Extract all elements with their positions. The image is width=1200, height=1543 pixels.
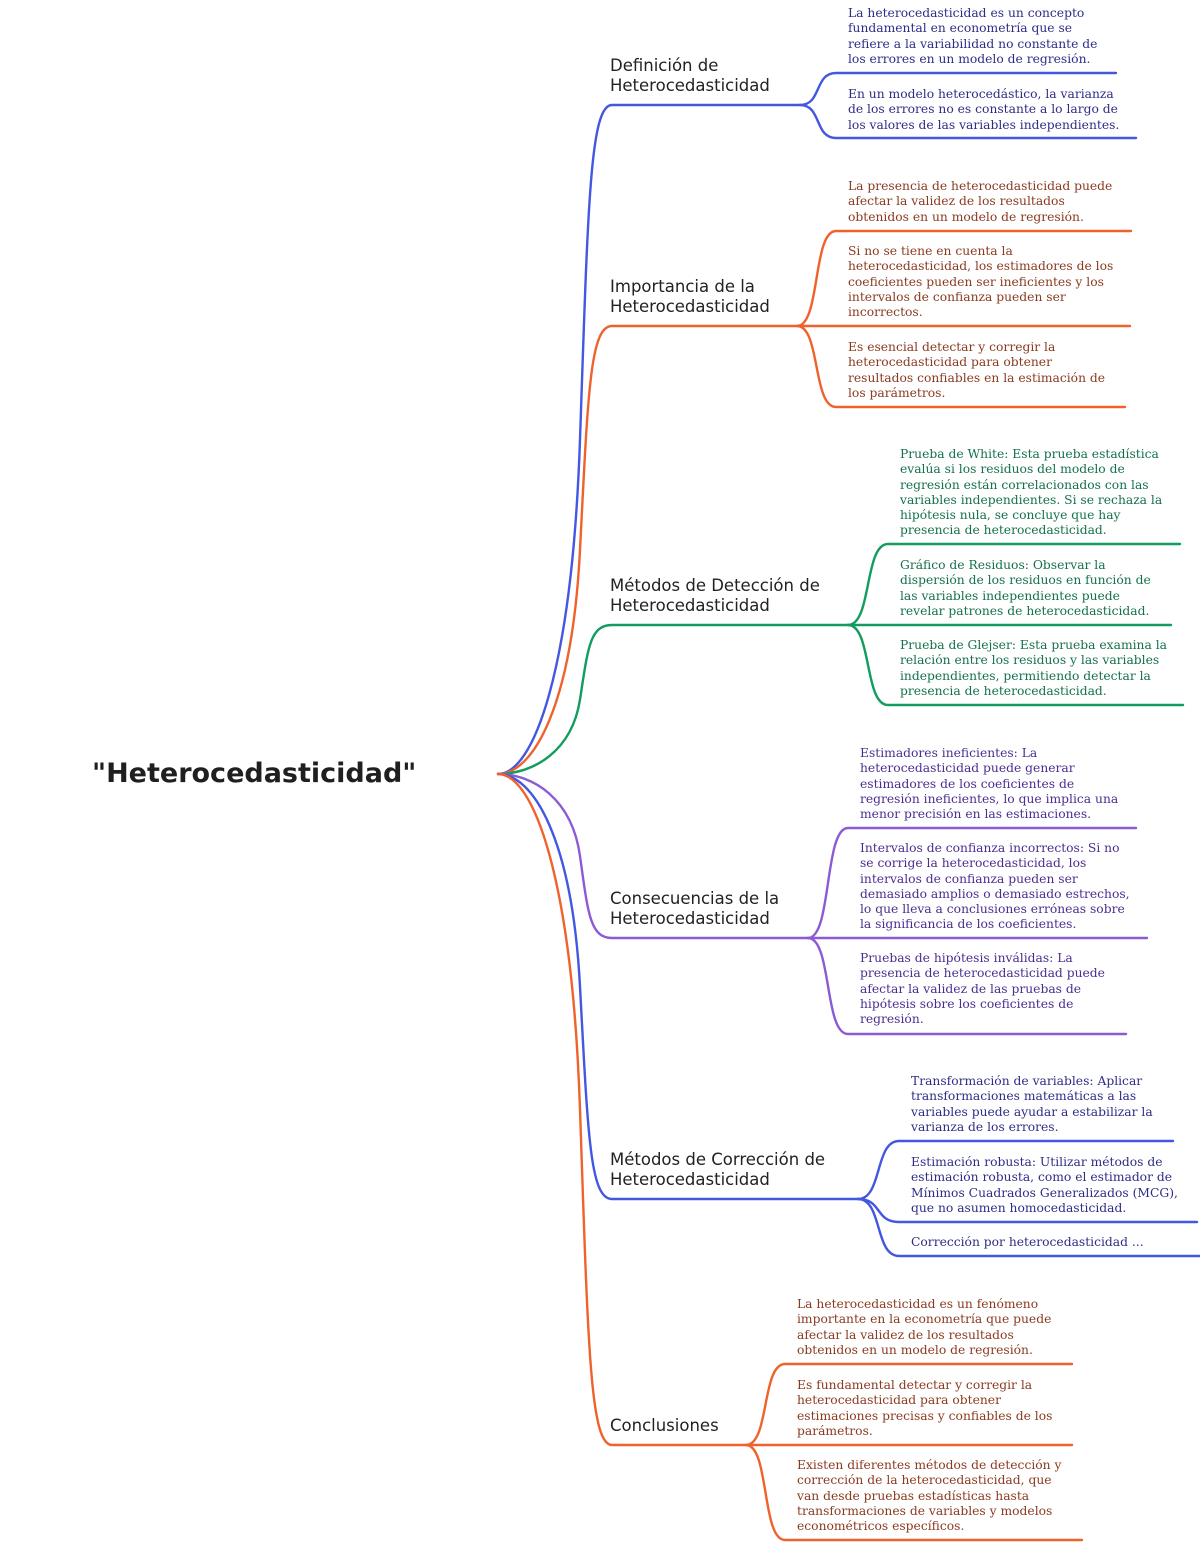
leaf-topic-3-3: Prueba de Glejser: Esta prueba examina l… <box>900 638 1167 698</box>
leaf-topic-1-2: En un modelo heterocedástico, la varianz… <box>848 87 1120 132</box>
leaf-connector-3-1 <box>846 542 1182 627</box>
leaf-connector-1-2 <box>798 103 1138 140</box>
leaf-connector-2-3 <box>795 324 1127 409</box>
branch-connector-1 <box>496 103 802 776</box>
leaf-connector-3-3 <box>846 623 1185 707</box>
branch-connector-3 <box>496 623 850 776</box>
leaf-topic-5-1: Transformación de variables: Aplicar tra… <box>911 1074 1153 1134</box>
branch-connector-6 <box>496 772 748 1447</box>
branch-topic-4: Consecuencias de la Heterocedasticidad <box>610 889 780 928</box>
branch-topic-2: Importancia de la Heterocedasticidad <box>610 277 770 316</box>
leaf-topic-2-3: Es esencial detectar y corregir la heter… <box>848 340 1106 400</box>
branch-topic-1: Definición de Heterocedasticidad <box>610 56 770 95</box>
leaf-topic-1-1: La heterocedasticidad es un concepto fun… <box>848 6 1098 66</box>
leaf-connector-6-3 <box>744 1443 1084 1542</box>
branch-connector-5 <box>496 772 860 1201</box>
leaf-connector-5-1 <box>856 1139 1175 1201</box>
leaf-topic-6-2: Es fundamental detectar y corregir la he… <box>797 1378 1053 1438</box>
leaf-topic-5-2: Estimación robusta: Utilizar métodos de … <box>911 1155 1178 1215</box>
leaf-topic-2-1: La presencia de heterocedasticidad puede… <box>848 179 1113 224</box>
leaf-connector-5-3 <box>856 1197 1200 1258</box>
leaf-topic-6-3: Existen diferentes métodos de detección … <box>797 1458 1062 1534</box>
leaf-connector-4-1 <box>806 826 1138 940</box>
leaf-connector-4-3 <box>806 936 1128 1036</box>
branch-connector-2 <box>496 324 799 776</box>
leaf-connector-6-1 <box>744 1362 1074 1447</box>
leaf-topic-3-1: Prueba de White: Esta prueba estadística… <box>900 447 1163 538</box>
leaf-topic-4-1: Estimadores ineficientes: La heterocedas… <box>860 746 1119 822</box>
branch-connector-4 <box>496 772 810 940</box>
leaf-topic-4-2: Intervalos de confianza incorrectos: Si … <box>860 841 1130 932</box>
leaf-topic-3-2: Gráfico de Residuos: Observar la dispers… <box>900 558 1151 618</box>
leaf-topic-6-1: La heterocedasticidad es un fenómeno imp… <box>797 1297 1052 1357</box>
branch-topic-3: Métodos de Detección de Heterocedasticid… <box>610 576 820 615</box>
root-topic: "Heterocedasticidad" <box>92 758 417 789</box>
leaf-topic-5-3: Corrección por heterocedasticidad ... <box>911 1235 1144 1249</box>
leaf-topic-2-2: Si no se tiene en cuenta la heterocedast… <box>848 244 1114 320</box>
leaf-topic-4-3: Pruebas de hipótesis inválidas: La prese… <box>860 951 1105 1027</box>
branch-topic-5: Métodos de Corrección de Heterocedastici… <box>610 1150 826 1189</box>
leaf-connector-1-1 <box>798 71 1118 107</box>
branch-topic-6: Conclusiones <box>610 1416 719 1435</box>
leaf-connector-2-1 <box>795 229 1133 328</box>
